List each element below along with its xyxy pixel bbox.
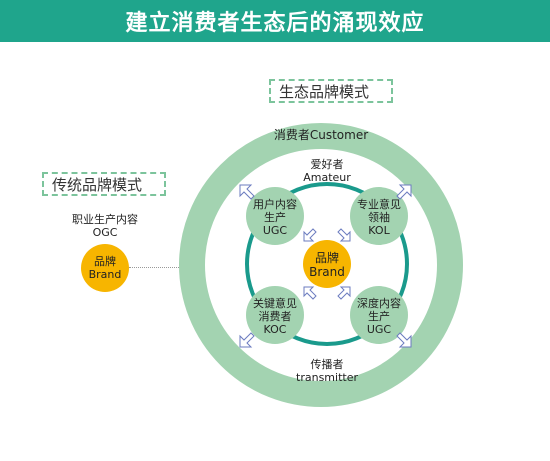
- arrow-icon: [303, 286, 317, 300]
- arrow-icon: [239, 332, 255, 348]
- arrow-icon: [337, 228, 351, 242]
- arrow-icon: [239, 184, 255, 200]
- inner-ring: [245, 182, 409, 346]
- traditional-mode-label: 传统品牌模式: [42, 172, 166, 196]
- node-label: 用户内容 生产 UGC: [253, 198, 297, 237]
- ogc-label: 职业生产内容 OGC: [72, 213, 138, 239]
- page-title: 建立消费者生态后的涌现效应: [125, 11, 425, 36]
- center-brand-circle: [303, 240, 351, 288]
- node-label: 关键意见 消费者 KOC: [253, 297, 297, 336]
- node-koc: [246, 286, 304, 344]
- center-brand-label: 品牌 Brand: [309, 251, 345, 279]
- node-ugc-user: [246, 187, 304, 245]
- arrow-icon: [337, 286, 351, 300]
- node-ugc-deep: [350, 286, 408, 344]
- node-kol: [350, 187, 408, 245]
- transmitter-label: 传播者 transmitter: [296, 358, 358, 384]
- connector-line: [129, 267, 179, 268]
- node-label: 专业意见 领袖 KOL: [357, 198, 401, 237]
- customer-label: 消费者Customer: [273, 128, 369, 142]
- ecosystem-mode-label: 生态品牌模式: [269, 79, 393, 103]
- amateur-label: 爱好者 Amateur: [303, 158, 351, 184]
- arrow-icon: [396, 332, 412, 348]
- arrow-icon: [303, 228, 317, 242]
- arrow-icon: [396, 184, 412, 200]
- outer-ring: [179, 123, 463, 407]
- node-label: 深度内容 生产 UGC: [357, 297, 401, 336]
- header-bar: 建立消费者生态后的涌现效应: [0, 0, 550, 42]
- traditional-brand-circle: 品牌 Brand: [81, 244, 129, 292]
